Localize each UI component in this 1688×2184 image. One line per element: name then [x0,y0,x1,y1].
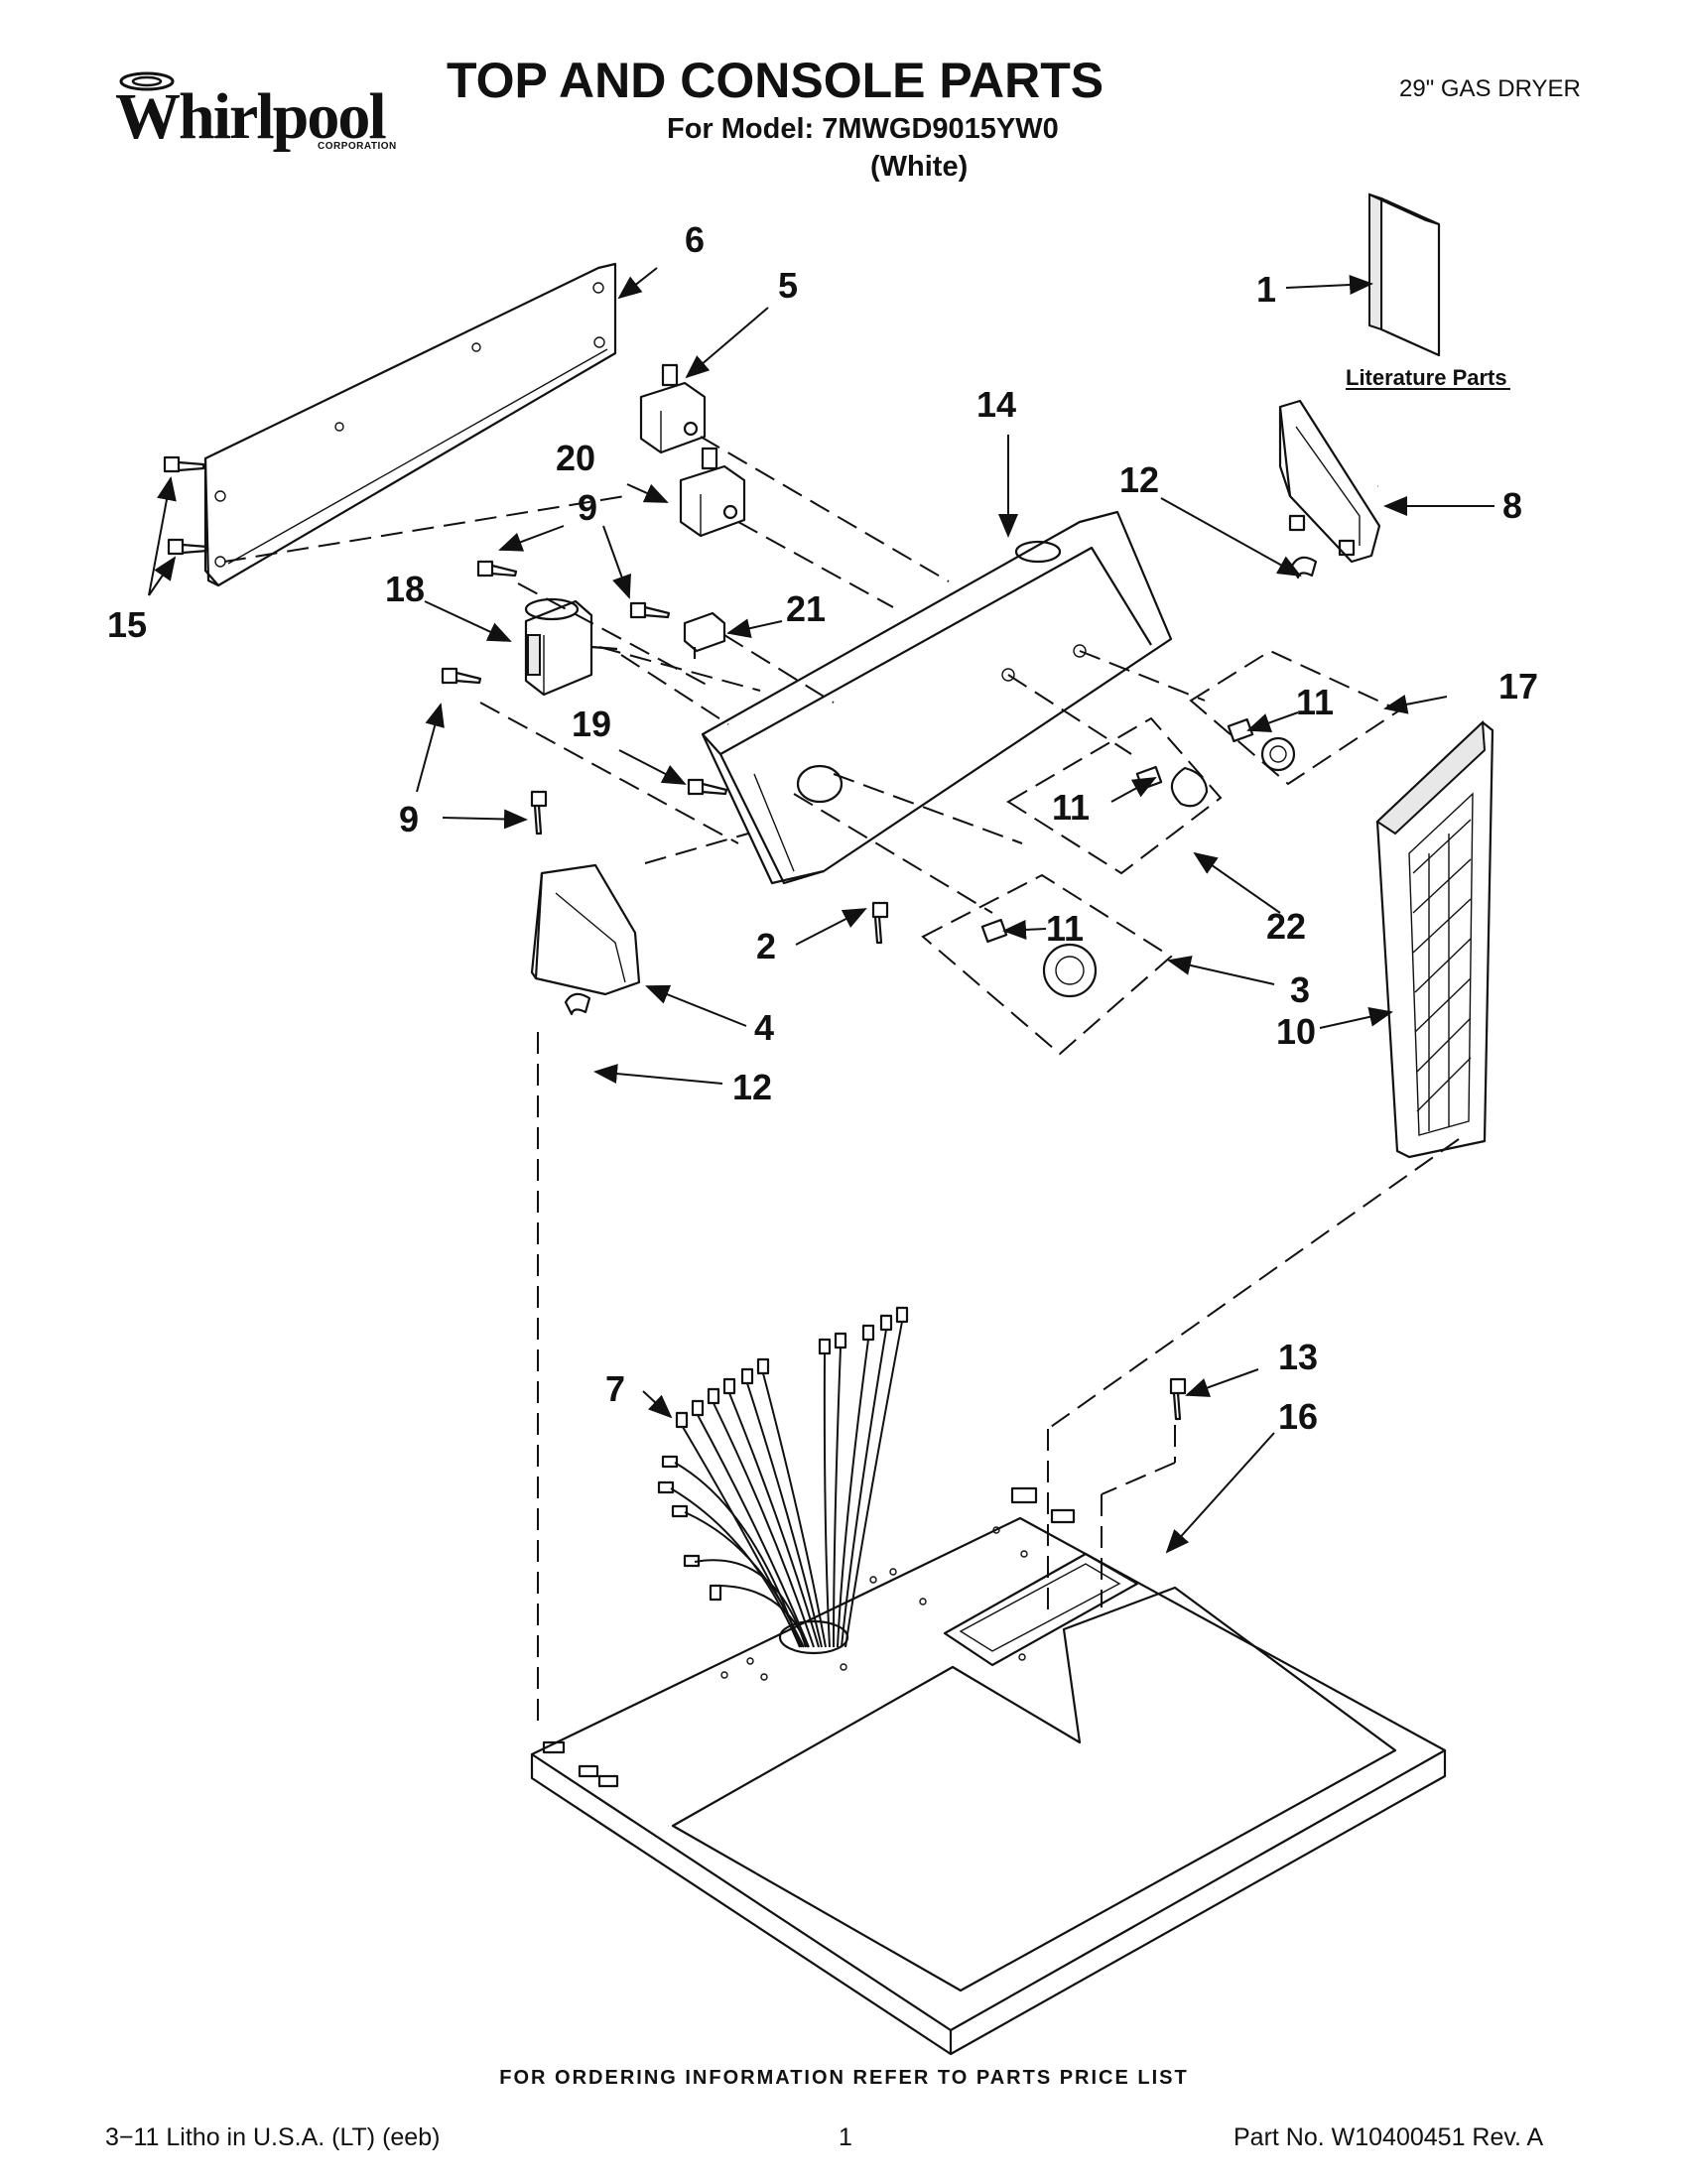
brand-subtitle: CORPORATION [318,141,397,152]
part-knob-group-3 [921,873,1173,1056]
part-console-panel-14 [701,510,1173,885]
callout-18: 18 [385,569,425,609]
callout-9-top: 9 [578,487,597,528]
part-timer-18 [524,597,618,697]
part-end-cap-4 [530,863,641,996]
part-screws-9-19 [441,560,1187,1421]
part-knob-group-22 [1006,716,1223,875]
callout-10: 10 [1276,1011,1316,1052]
whirlpool-logo: Whirlpool CORPORATION [111,62,396,157]
logo-swirl-icon [119,71,175,91]
callout-7: 7 [605,1368,625,1409]
model-line: For Model: 7MWGD9015YW0 [667,113,1059,145]
brand-name: Whirlpool [115,80,387,153]
part-screws-15 [163,455,209,556]
part-switch-5 [639,363,707,454]
callout-1: 1 [1256,269,1276,310]
callout-20: 20 [556,438,595,478]
callout-21: 21 [786,588,826,629]
ordering-note: FOR ORDERING INFORMATION REFER TO PARTS … [499,2067,1189,2089]
callout-19: 19 [572,704,611,744]
callout-8: 8 [1502,485,1522,526]
callout-12-top: 12 [1119,459,1159,500]
callout-13: 13 [1278,1337,1318,1377]
callout-11-top: 11 [1296,682,1334,722]
callout-14: 14 [976,384,1016,425]
callout-2: 2 [756,926,776,966]
part-knob-group-17 [1189,649,1402,786]
callout-9-bottom: 9 [399,799,419,839]
part-number: Part No. W10400451 Rev. A [1234,2123,1544,2151]
callout-numbers: 1 2 3 4 5 6 7 8 9 9 10 11 11 11 12 12 13… [107,219,1538,1437]
part-clip-12 [564,556,1318,1016]
callout-22: 22 [1266,906,1306,947]
part-lint-screen-10 [1375,719,1494,1159]
product-type: 29" GAS DRYER [1399,75,1581,102]
part-literature-book [1368,193,1441,357]
callout-3: 3 [1290,969,1310,1010]
color-line: (White) [870,151,969,183]
callout-leader-lines [148,267,1494,1554]
part-switch-20 [679,447,746,538]
litho-line: 3−11 Litho in U.S.A. (LT) (eeb) [105,2123,441,2151]
callout-15: 15 [107,604,147,645]
page-number: 1 [839,2123,852,2151]
callout-4: 4 [754,1007,774,1048]
callout-5: 5 [778,265,798,306]
dashed-alignment-lines [223,436,1460,1727]
literature-parts-label: Literature Parts [1346,365,1507,390]
page-title: TOP AND CONSOLE PARTS [447,53,1104,108]
part-clip-21 [683,611,726,659]
part-top-panel-16 [530,1486,1447,2056]
part-wire-harness-7 [657,1306,909,1648]
part-console-rear-shield [203,262,617,587]
callout-12-bottom: 12 [732,1067,772,1107]
callout-11-bottom: 11 [1046,908,1084,949]
callout-16: 16 [1278,1396,1318,1437]
callout-6: 6 [685,219,705,260]
part-bracket-8 [1278,399,1381,564]
callout-11-middle: 11 [1052,787,1090,828]
callout-17: 17 [1498,666,1538,707]
